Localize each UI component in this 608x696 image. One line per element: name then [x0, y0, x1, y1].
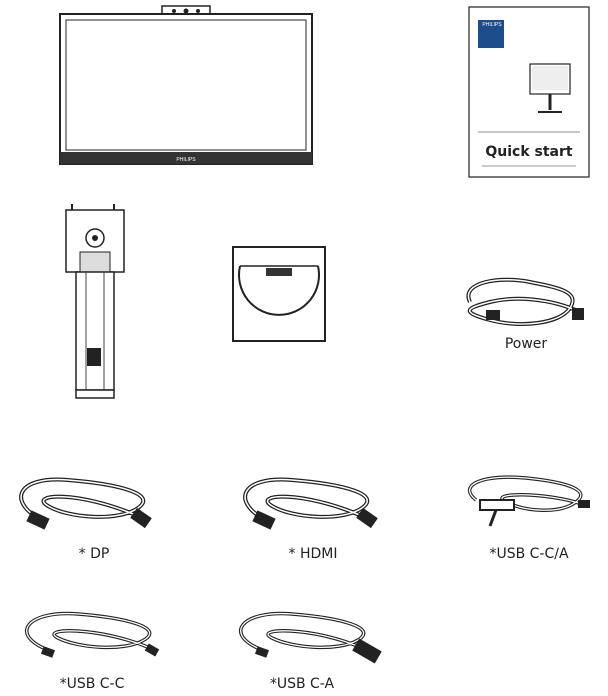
hdmi-cable-illustration [232, 470, 384, 536]
stand-illustration [56, 204, 128, 404]
usb-ca-cable-illustration [222, 604, 386, 668]
power-label: Power [504, 336, 548, 352]
usb-cca-cable-illustration [456, 470, 596, 532]
monitor-logo: PHILIPS [176, 157, 196, 163]
dp-cable-illustration [8, 470, 160, 536]
monitor-illustration: PHILIPS [58, 5, 314, 166]
quick-start-brand: PHILIPS [482, 22, 502, 28]
power-cable-illustration [460, 272, 590, 336]
usb-ca-label: *USB C-A [269, 676, 335, 692]
usb-cc-cable-illustration [8, 604, 168, 666]
hdmi-label: * HDMI [288, 546, 338, 562]
base-illustration [232, 246, 326, 342]
usb-cca-label: *USB C-C/A [489, 546, 569, 562]
quick-start-guide: PHILIPS Quick start [468, 6, 590, 178]
quick-start-title: Quick start [485, 144, 573, 160]
usb-cc-label: *USB C-C [59, 676, 125, 692]
dp-label: * DP [78, 546, 110, 562]
